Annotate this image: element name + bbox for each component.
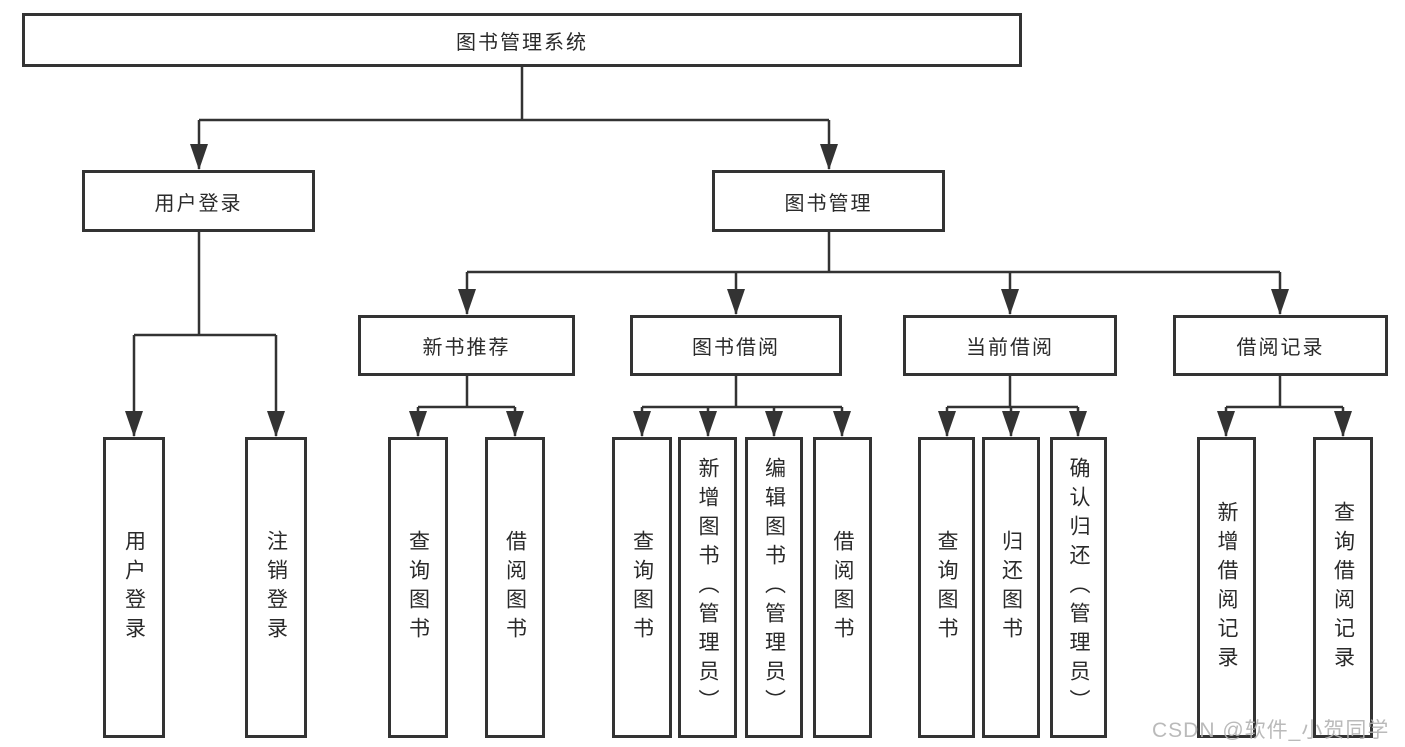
leaf-logout: 注销登录 — [245, 437, 307, 738]
node-book-management: 图书管理 — [712, 170, 945, 232]
leaf-borrow-add-books-admin: 新增图书（管理员） — [678, 437, 737, 738]
leaf-current-confirm-return-admin: 确认归还（管理员） — [1050, 437, 1107, 738]
node-book-borrowing: 图书借阅 — [630, 315, 842, 376]
node-user-login: 用户登录 — [82, 170, 315, 232]
leaf-borrow-edit-books-admin: 编辑图书（管理员） — [745, 437, 803, 738]
leaf-borrow-query-books: 查询图书 — [612, 437, 672, 738]
leaf-current-return-books: 归还图书 — [982, 437, 1040, 738]
node-borrowing-records: 借阅记录 — [1173, 315, 1388, 376]
node-new-book-recommend: 新书推荐 — [358, 315, 575, 376]
node-library-system: 图书管理系统 — [22, 13, 1022, 67]
node-current-borrowing: 当前借阅 — [903, 315, 1117, 376]
leaf-records-add-record: 新增借阅记录 — [1197, 437, 1256, 738]
csdn-watermark: CSDN @软件_小贺同学 — [1152, 719, 1390, 742]
leaf-newbooks-query-books: 查询图书 — [388, 437, 448, 738]
leaf-records-query-record: 查询借阅记录 — [1313, 437, 1373, 738]
leaf-user-login: 用户登录 — [103, 437, 165, 738]
leaf-current-query-books: 查询图书 — [918, 437, 975, 738]
leaf-borrow-borrow-books: 借阅图书 — [813, 437, 872, 738]
leaf-newbooks-borrow-books: 借阅图书 — [485, 437, 545, 738]
